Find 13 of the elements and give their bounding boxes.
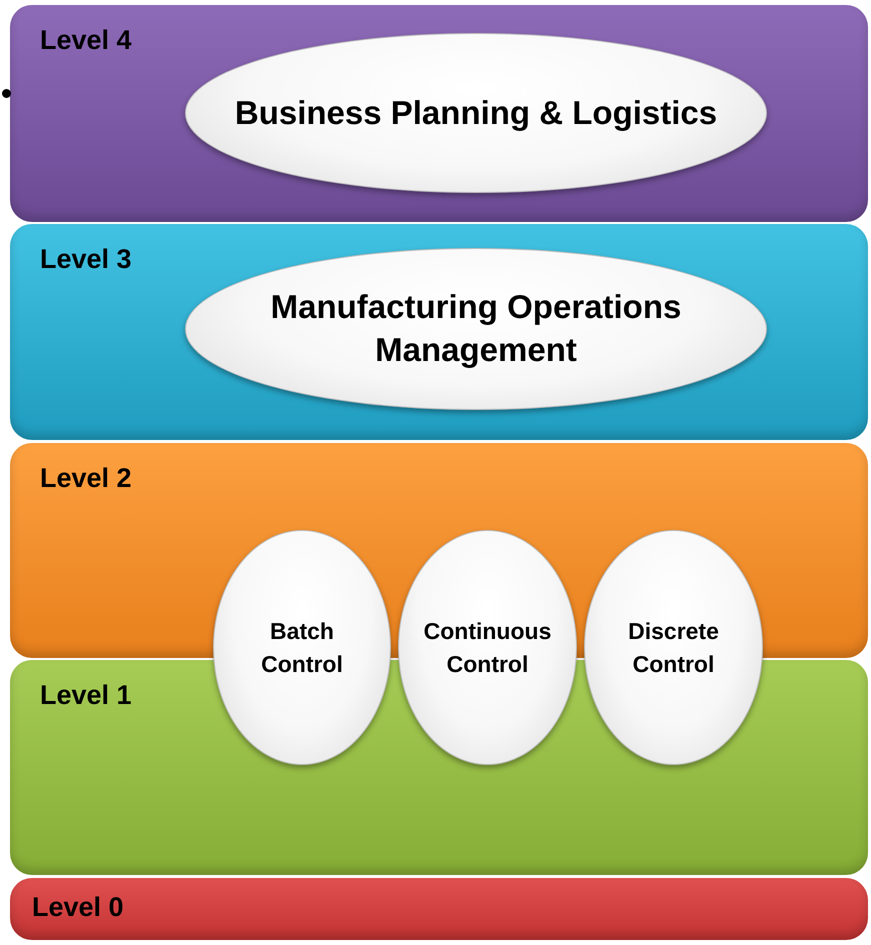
level-band — [10, 224, 868, 440]
level-label: Level 3 — [40, 244, 132, 275]
ellipse-label: Continuous Control — [422, 617, 552, 678]
ellipse-label: Batch Control — [260, 617, 344, 678]
level-label: Level 1 — [40, 680, 132, 711]
ellipse-label: Business Planning & Logistics — [234, 92, 718, 133]
level-label: Level 4 — [40, 25, 132, 56]
level-band — [10, 5, 868, 222]
level-label: Level 2 — [40, 463, 132, 494]
ellipse-label: Discrete Control — [627, 617, 720, 678]
level-label: Level 0 — [32, 892, 124, 923]
ellipse-label: Manufacturing Operations Management — [270, 287, 682, 370]
level-band — [10, 878, 868, 940]
